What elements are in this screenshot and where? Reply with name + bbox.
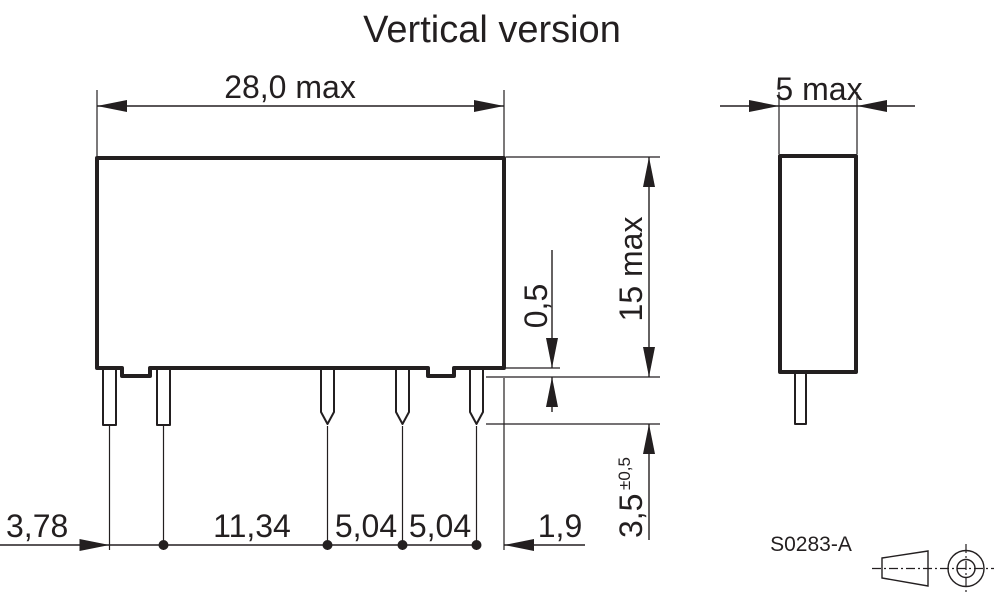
side-pin: [794, 371, 807, 425]
pin-4: [395, 367, 410, 425]
dimension-height: 15 max: [613, 157, 655, 377]
front-pins: [102, 367, 484, 426]
pitch-dot-3: [397, 540, 408, 550]
dimension-standoff-label: 0,5: [518, 284, 554, 328]
side-view: [778, 154, 858, 425]
pin-2: [156, 367, 171, 426]
pin-pitch-dimensions: 3,78 11,34 5,04 5,04 1,9: [0, 378, 585, 551]
vertical-extension-lines: [486, 156, 660, 425]
front-view: [95, 156, 506, 426]
dimension-edge-right-label: 1,9: [538, 508, 582, 544]
first-angle-projection-icon: [872, 544, 994, 594]
pitch-dot-4: [471, 540, 482, 550]
pin-3: [320, 367, 335, 425]
dimension-width: 5 max: [720, 71, 915, 154]
dimension-pitch-1-label: 11,34: [213, 508, 291, 544]
pin-1: [102, 367, 117, 426]
relay-body-side: [778, 154, 858, 374]
drawing-title: Vertical version: [363, 9, 621, 51]
drawing-code: S0283-A: [770, 533, 852, 556]
dimension-height-label: 15 max: [613, 217, 649, 322]
dimension-pitch-2-label: 5,04: [335, 508, 397, 544]
dimension-width-label: 5 max: [775, 71, 862, 107]
dimension-length-label: 28,0 max: [224, 69, 356, 105]
relay-body-front: [95, 156, 506, 378]
pitch-dot-1: [158, 540, 169, 550]
pin-5: [469, 367, 484, 425]
dimension-standoff: 0,5: [506, 250, 560, 412]
dimension-pitch-3-label: 5,04: [409, 508, 471, 544]
dimension-edge-left-label: 3,78: [6, 508, 68, 544]
dimension-pin-length: 3,5 ±0,5: [613, 424, 655, 540]
dimension-pin-length-tolerance: ±0,5: [615, 457, 634, 490]
pitch-dot-2: [322, 540, 333, 550]
dimension-length: 28,0 max: [96, 69, 505, 156]
dimension-pin-length-label: 3,5: [613, 494, 649, 538]
